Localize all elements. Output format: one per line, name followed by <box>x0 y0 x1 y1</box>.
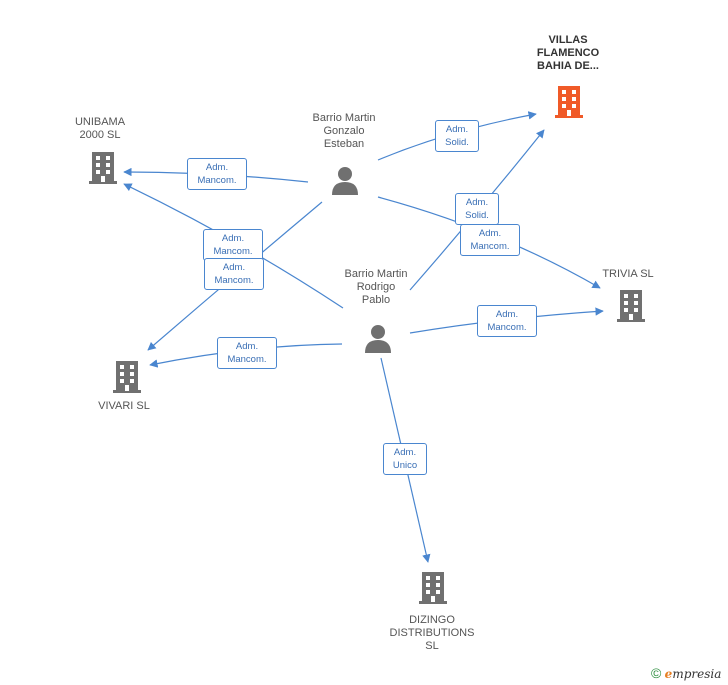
edge-label-gonzalo-villas[interactable]: Adm. Solid. <box>435 120 479 152</box>
edge-label-rodrigo-villas[interactable]: Adm. Solid. <box>455 193 499 225</box>
node-label-rodrigo[interactable]: Barrio Martin Rodrigo Pablo <box>344 268 408 306</box>
edge-label-rodrigo-vivari[interactable]: Adm. Mancom. <box>217 337 277 369</box>
node-label-unibama[interactable]: UNIBAMA 2000 SL <box>74 116 126 141</box>
edge-label-gonzalo-vivari[interactable]: Adm. Mancom. <box>204 258 264 290</box>
node-label-gonzalo[interactable]: Barrio Martin Gonzalo Esteban <box>312 112 376 150</box>
building-icon[interactable] <box>87 150 119 184</box>
building-icon[interactable] <box>111 359 143 393</box>
copyright-footer: © empresia <box>651 665 721 681</box>
brand-logo[interactable]: empresia <box>664 667 722 681</box>
building-icon[interactable] <box>615 288 647 322</box>
building-icon[interactable] <box>417 570 449 604</box>
person-icon[interactable] <box>330 165 360 195</box>
building-icon[interactable] <box>553 84 585 118</box>
edge-label-gonzalo-trivia[interactable]: Adm. Mancom. <box>460 224 520 256</box>
node-label-villas[interactable]: VILLAS FLAMENCO BAHIA DE... <box>536 34 600 72</box>
edge-label-gonzalo-unibama[interactable]: Adm. Mancom. <box>187 158 247 190</box>
node-label-vivari[interactable]: VIVARI SL <box>98 400 150 412</box>
copyright-icon: © <box>651 665 662 681</box>
edge-label-rodrigo-trivia[interactable]: Adm. Mancom. <box>477 305 537 337</box>
edge-label-rodrigo-dizingo[interactable]: Adm. Unico <box>383 443 427 475</box>
person-icon[interactable] <box>363 323 393 353</box>
node-label-trivia[interactable]: TRIVIA SL <box>602 268 654 280</box>
node-label-dizingo[interactable]: DIZINGO DISTRIBUTIONS SL <box>389 614 475 652</box>
edge-label-rodrigo-unibama[interactable]: Adm. Mancom. <box>203 229 263 261</box>
